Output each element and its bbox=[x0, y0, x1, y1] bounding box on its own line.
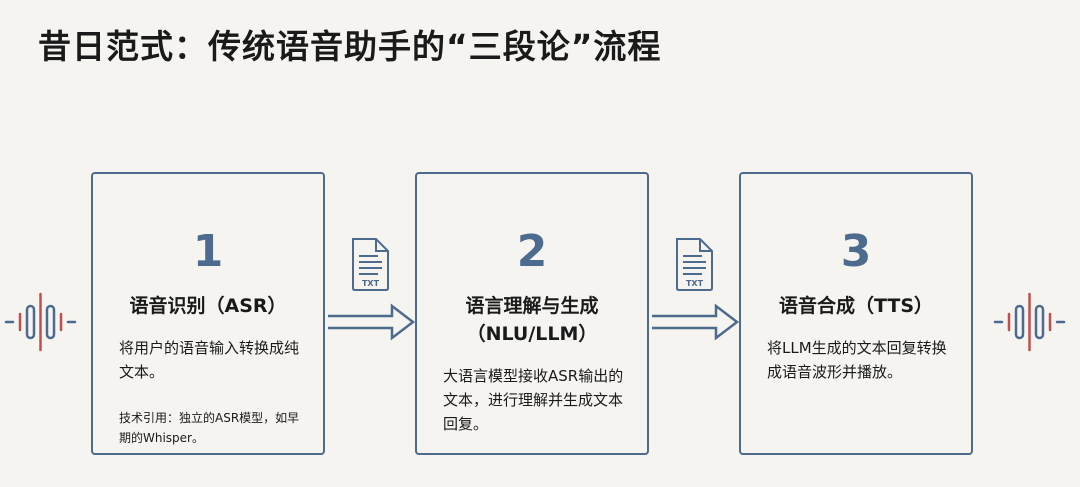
step-heading-line2: （NLU/LLM） bbox=[466, 323, 598, 345]
sound-wave-icon-output bbox=[993, 292, 1066, 352]
step-card-nlu-llm: 2 语言理解与生成 （NLU/LLM） 大语言模型接收ASR输出的文本，进行理解… bbox=[415, 172, 649, 455]
txt-label-2: TXT bbox=[686, 279, 704, 288]
step-reference: 技术引用：独立的ASR模型，如早期的Whisper。 bbox=[119, 411, 300, 445]
step-card-tts: 3 语音合成（TTS） 将LLM生成的文本回复转换成语音波形并播放。 bbox=[739, 172, 973, 455]
arrow-icon-1-to-2 bbox=[328, 303, 416, 341]
step-description: 大语言模型接收ASR输出的文本，进行理解并生成文本回复。 bbox=[443, 367, 624, 433]
txt-file-icon-2 bbox=[676, 238, 713, 291]
txt-label-1: TXT bbox=[362, 279, 380, 288]
step-heading: 语音识别（ASR） bbox=[129, 295, 287, 317]
step-heading: 语音合成（TTS） bbox=[778, 295, 934, 317]
step-card-asr: 1 语音识别（ASR） 将用户的语音输入转换成纯文本。 技术引用：独立的ASR模… bbox=[91, 172, 325, 455]
step-heading-line1: 语言理解与生成 bbox=[465, 295, 599, 317]
step-description: 将用户的语音输入转换成纯文本。 bbox=[119, 339, 300, 381]
page-title: 昔日范式：传统语音助手的“三段论”流程 bbox=[38, 27, 662, 66]
step-description: 将LLM生成的文本回复转换成语音波形并播放。 bbox=[767, 339, 947, 381]
step-number: 2 bbox=[516, 226, 548, 277]
arrow-icon-2-to-3 bbox=[652, 303, 740, 341]
txt-file-icon-1 bbox=[352, 238, 389, 291]
step-number: 1 bbox=[192, 226, 224, 277]
sound-wave-icon-input bbox=[4, 292, 77, 352]
step-number: 3 bbox=[840, 226, 872, 277]
